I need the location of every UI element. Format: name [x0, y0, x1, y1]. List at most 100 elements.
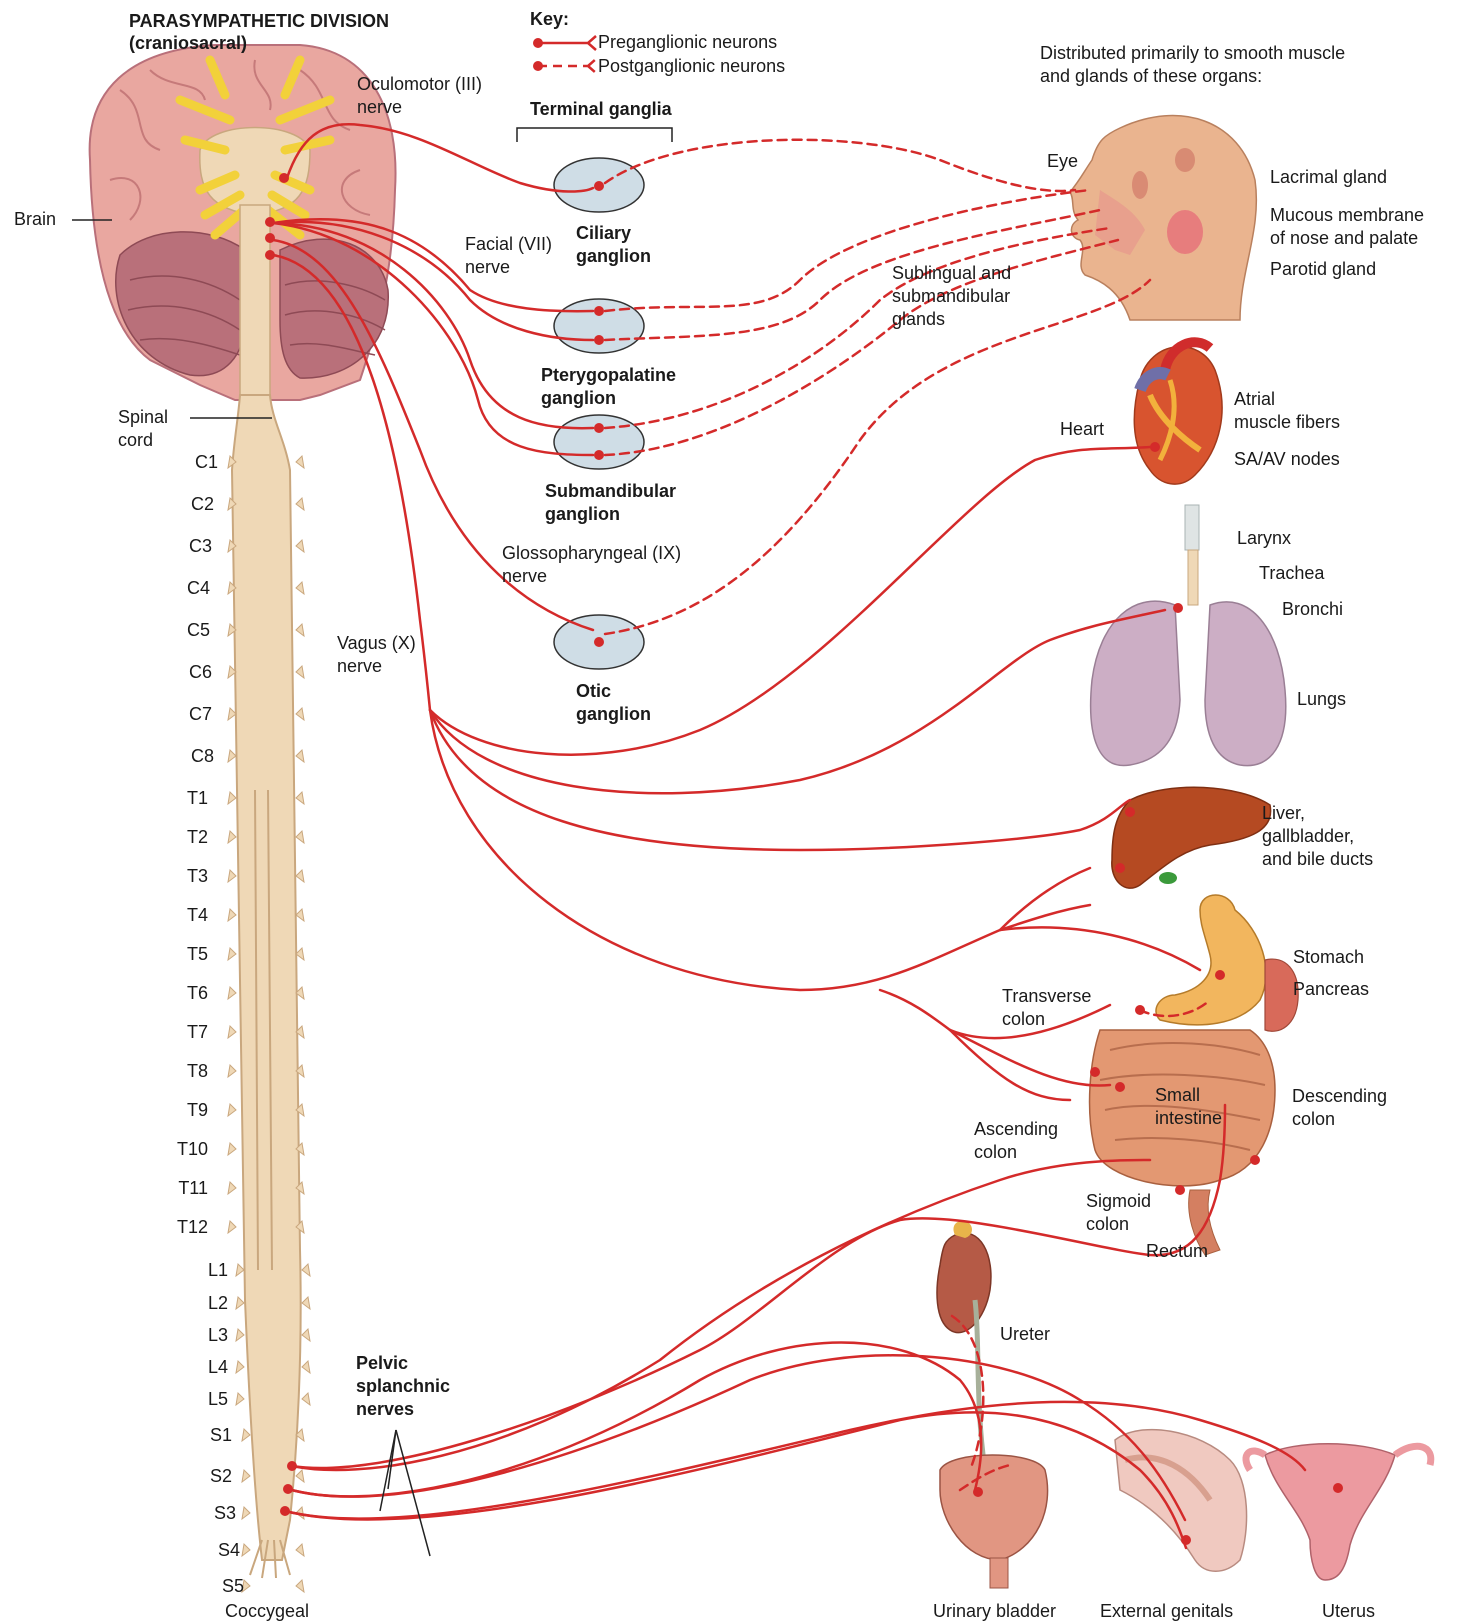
ciliary-synapse-dot	[594, 181, 604, 191]
rootlet-right-c4	[296, 582, 304, 594]
vagus-colon-origin	[880, 990, 950, 1030]
rootlet-left-t4	[228, 909, 236, 921]
rootlet-left-l5	[236, 1393, 244, 1405]
submandibular-postganglionic-a	[605, 228, 1110, 428]
rootlet-right-t2	[296, 831, 304, 843]
vagus-liver-branch	[1000, 868, 1090, 930]
spinal-segment-s3: S3	[192, 1503, 236, 1523]
rootlet-right-s4	[296, 1544, 304, 1556]
rootlet-left-t1	[228, 792, 236, 804]
urinary-bladder-label: Urinary bladder	[933, 1600, 1056, 1623]
rootlet-left-c8	[228, 750, 236, 762]
spinal-segment-t8: T8	[164, 1061, 208, 1081]
key-title: Key:	[530, 8, 569, 31]
rootlet-left-s3	[242, 1507, 250, 1519]
glossopharyngeal-origin-dot	[265, 233, 275, 243]
rootlet-right-t3	[296, 870, 304, 882]
spinal-segment-l5: L5	[184, 1389, 228, 1409]
s4-origin-dot	[280, 1506, 290, 1516]
vagus-label: Vagus (X) nerve	[337, 632, 416, 678]
rootlet-right-l3	[302, 1329, 310, 1341]
liver-synapse-dot	[1125, 807, 1135, 817]
terminal-ganglia-label: Terminal ganglia	[530, 98, 672, 121]
pancreas-label: Pancreas	[1293, 978, 1369, 1001]
brain-label: Brain	[14, 208, 56, 231]
pelvic-splanchnic-label: Pelvic splanchnic nerves	[356, 1352, 450, 1421]
liver-illustration	[1112, 787, 1271, 888]
spinal-segment-t12: T12	[164, 1217, 208, 1237]
otic-ganglion-label: Otic ganglion	[576, 680, 651, 726]
vagus-to-liver	[430, 710, 1130, 850]
stomach-label: Stomach	[1293, 946, 1364, 969]
title-line-1: PARASYMPATHETIC DIVISION	[129, 10, 389, 32]
spinal-segment-s1: S1	[188, 1425, 232, 1445]
mucous-membrane-label: Mucous membrane of nose and palate	[1270, 204, 1424, 250]
spinal-segment-c3: C3	[168, 536, 212, 556]
transverse-colon-label: Transverse colon	[1002, 985, 1091, 1031]
pterygopalatine-postganglionic-b	[605, 210, 1100, 340]
spinal-segment-c4: C4	[166, 578, 210, 598]
heart-illustration	[1134, 342, 1222, 484]
spinal-segment-l1: L1	[184, 1260, 228, 1280]
lungs-label: Lungs	[1297, 688, 1346, 711]
rootlet-left-t6	[228, 987, 236, 999]
parotid-gland-label: Parotid gland	[1270, 258, 1376, 281]
vagus-small-intestine-branch	[950, 1030, 1110, 1086]
pterygopalatine-synapse-dot-a	[594, 306, 604, 316]
rootlet-left-l1	[236, 1264, 244, 1276]
ascending-synapse-dot	[1090, 1067, 1100, 1077]
pelvic-to-genitals-b	[285, 1412, 1186, 1548]
spinal-segment-c5: C5	[166, 620, 210, 640]
diagram-title: PARASYMPATHETIC DIVISION (craniosacral)	[129, 10, 389, 54]
sublingual-label: Sublingual and submandibular glands	[892, 262, 1011, 331]
heart-label: Heart	[1060, 418, 1104, 441]
spinal-segment-c1: C1	[174, 452, 218, 472]
rootlet-right-l4	[302, 1361, 310, 1373]
eye-label: Eye	[1047, 150, 1078, 173]
ascending-colon-label: Ascending colon	[974, 1118, 1058, 1164]
ureter-label: Ureter	[1000, 1323, 1050, 1346]
pterygopalatine-ganglion-label: Pterygopalatine ganglion	[541, 364, 676, 410]
spinal-segment-t6: T6	[164, 983, 208, 1003]
rootlet-right-l1	[302, 1264, 310, 1276]
submandibular-synapse-dot-a	[594, 423, 604, 433]
spinal-segment-t11: T11	[164, 1178, 208, 1198]
oculomotor-label: Oculomotor (III) nerve	[357, 73, 482, 119]
rootlet-right-c2	[296, 498, 304, 510]
pterygopalatine-postganglionic-a	[605, 190, 1090, 311]
spinal-cord-illustration	[228, 395, 310, 1592]
rootlet-right-l5	[302, 1393, 310, 1405]
genitals-synapse-dot	[1181, 1535, 1191, 1545]
brain-illustration	[90, 45, 396, 400]
sa-av-nodes-label: SA/AV nodes	[1234, 448, 1340, 471]
bronchi-label: Bronchi	[1282, 598, 1343, 621]
rootlet-right-t4	[296, 909, 304, 921]
rootlet-left-s4	[242, 1544, 250, 1556]
terminal-ganglia-bracket	[517, 128, 672, 142]
vagus-to-lungs	[430, 610, 1165, 793]
spinal-segment-t5: T5	[164, 944, 208, 964]
descending-colon-label: Descending colon	[1292, 1085, 1387, 1131]
uterus-label: Uterus	[1322, 1600, 1375, 1623]
vagus-stomach-branch	[1000, 927, 1200, 970]
spinal-segment-t10: T10	[164, 1139, 208, 1159]
atrial-fibers-label: Atrial muscle fibers	[1234, 388, 1340, 434]
spinal-segment-t7: T7	[164, 1022, 208, 1042]
vagus-origin-dot	[265, 250, 275, 260]
spinal-segment-l4: L4	[184, 1357, 228, 1377]
bladder-synapse-dot	[973, 1487, 983, 1497]
spinal-cord-label: Spinal cord	[118, 406, 168, 452]
rootlet-left-s2	[242, 1470, 250, 1482]
rootlet-right-c8	[296, 750, 304, 762]
rootlet-left-t9	[228, 1104, 236, 1116]
spinal-segment-l3: L3	[184, 1325, 228, 1345]
key-post-label: Postganglionic neurons	[598, 55, 785, 78]
spinal-segment-c6: C6	[168, 662, 212, 682]
rootlet-left-l2	[236, 1297, 244, 1309]
rootlet-left-t5	[228, 948, 236, 960]
rootlet-left-t2	[228, 831, 236, 843]
trachea-label: Trachea	[1259, 562, 1324, 585]
vagus-to-heart	[430, 447, 1150, 755]
small-intestine-synapse-dot	[1115, 1082, 1125, 1092]
